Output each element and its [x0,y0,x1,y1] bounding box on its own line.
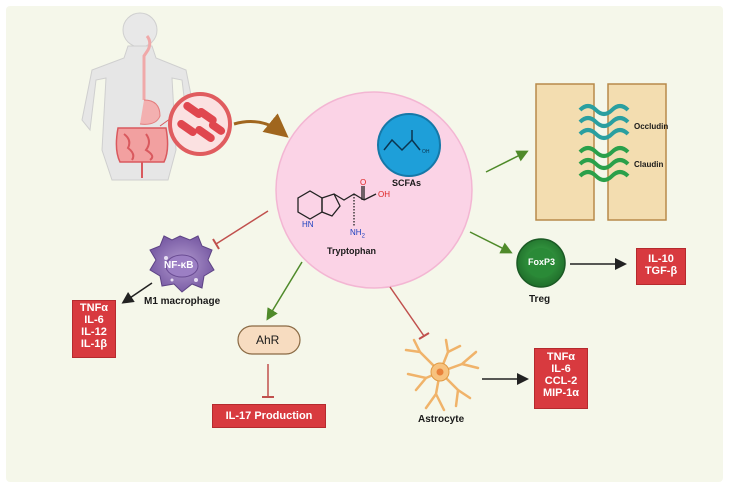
human-body-illustration [81,12,197,181]
scfa-label: SCFAs [392,178,422,188]
macrophage-cell [149,235,215,293]
carbonyl-o-label: O [360,178,367,187]
cytokine-item: MIP-1α [542,387,580,399]
cytokine-item: IL-1β [80,338,108,350]
hydroxyl-label: OH [378,190,390,199]
foxp3-label: FoxP3 [528,257,556,267]
tryptophan-label: Tryptophan [327,246,376,256]
tryptophan-structure [297,186,377,226]
cytokine-item: TGF-β [644,265,678,277]
cytokine-item: TNFα [546,351,576,363]
scfa-icon: OH [377,113,441,177]
occludin-label: Occludin [634,122,669,131]
astrocyte-cytokine-box: TNFα IL-6 CCL-2 MIP-1α [534,348,588,409]
il17-production-box: IL-17 Production [212,404,326,428]
nfkb-label: NF-κB [164,260,194,271]
treg-cell [516,238,566,288]
cytokine-item: IL-10 [648,253,674,265]
astrocyte-label: Astrocyte [418,414,465,425]
epithelial-barrier [535,83,667,221]
microbiota-arrow [233,113,289,138]
cytokine-item: IL-12 [81,326,107,338]
cytokine-item: TNFα [79,302,109,314]
treg-cytokine-box: IL-10 TGF-β [636,248,686,285]
ahr-label: AhR [256,333,280,347]
cytokine-item: IL-6 [551,363,571,375]
macrophage-label: M1 macrophage [144,296,221,307]
amine-label: NH2 [350,228,365,240]
astrocyte-cell [404,338,480,412]
svg-text:OH: OH [422,149,430,155]
cytokine-item: CCL-2 [544,375,578,387]
indole-nh-label: HN [302,220,314,229]
claudin-label: Claudin [634,160,664,169]
macrophage-cytokine-box: TNFα IL-6 IL-12 IL-1β [72,300,116,358]
treg-label: Treg [529,294,551,305]
cytokine-item: IL-6 [84,314,104,326]
ahr-receptor [237,325,301,355]
bacteria-magnifier [159,92,232,156]
